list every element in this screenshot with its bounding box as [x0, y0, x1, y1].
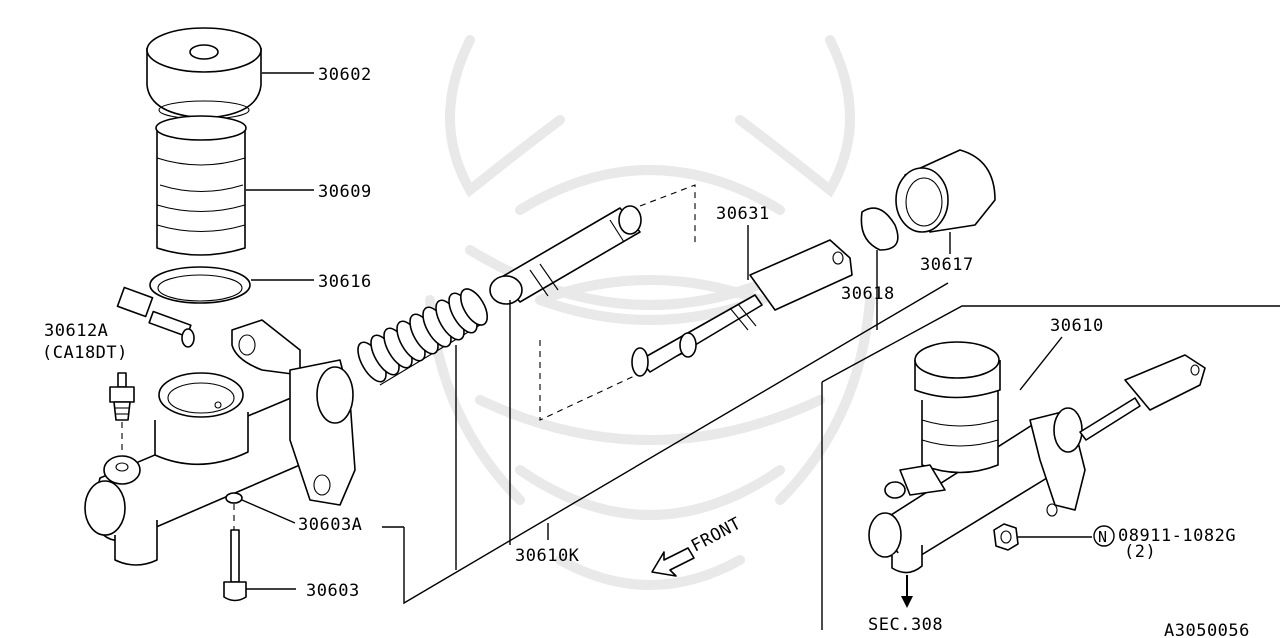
dust-boot-30617[interactable]: [895, 149, 996, 233]
figure-id: A3050056: [1164, 621, 1250, 638]
push-rod-30631[interactable]: [631, 239, 853, 377]
return-spring[interactable]: [352, 285, 492, 386]
bolt-30603[interactable]: [223, 529, 247, 602]
seal-30603a[interactable]: [225, 492, 243, 504]
front-arrow-icon: [651, 547, 695, 577]
reservoir-cap-30602[interactable]: [146, 27, 262, 120]
label-08911-1082g: 08911-1082G: [1118, 526, 1236, 546]
n-symbol-icon: N: [1093, 525, 1115, 547]
assembly-30610[interactable]: [868, 341, 1206, 574]
label-30609: 30609: [318, 182, 372, 202]
hose-clamp-30616[interactable]: [116, 266, 251, 348]
watermark-crest: [425, 35, 875, 590]
bleeder-screw-30612a[interactable]: [109, 372, 135, 421]
label-30610: 30610: [1050, 316, 1104, 336]
label-front: FRONT: [688, 514, 745, 557]
label-30612a: 30612A: [44, 321, 108, 341]
clip-30618[interactable]: [860, 207, 899, 251]
label-30631: 30631: [716, 204, 770, 224]
label-30603: 30603: [306, 581, 360, 601]
svg-text:N: N: [1098, 528, 1108, 546]
label-30618: 30618: [841, 284, 895, 304]
master-cylinder-body[interactable]: [84, 319, 356, 566]
label-30603a: 30603A: [298, 515, 362, 535]
label-30602: 30602: [318, 65, 372, 85]
piston[interactable]: [489, 205, 642, 305]
label-30610k: 30610K: [515, 546, 580, 566]
down-arrow-icon: [901, 575, 913, 608]
label-08911-qty: (2): [1124, 542, 1156, 562]
nut-08911-1082g[interactable]: [993, 523, 1019, 551]
label-30617: 30617: [920, 255, 974, 275]
label-30612a-note: (CA18DT): [42, 343, 128, 363]
label-30616: 30616: [318, 272, 372, 292]
reservoir-30609[interactable]: [155, 115, 247, 256]
label-sec-308: SEC.308: [868, 615, 943, 635]
